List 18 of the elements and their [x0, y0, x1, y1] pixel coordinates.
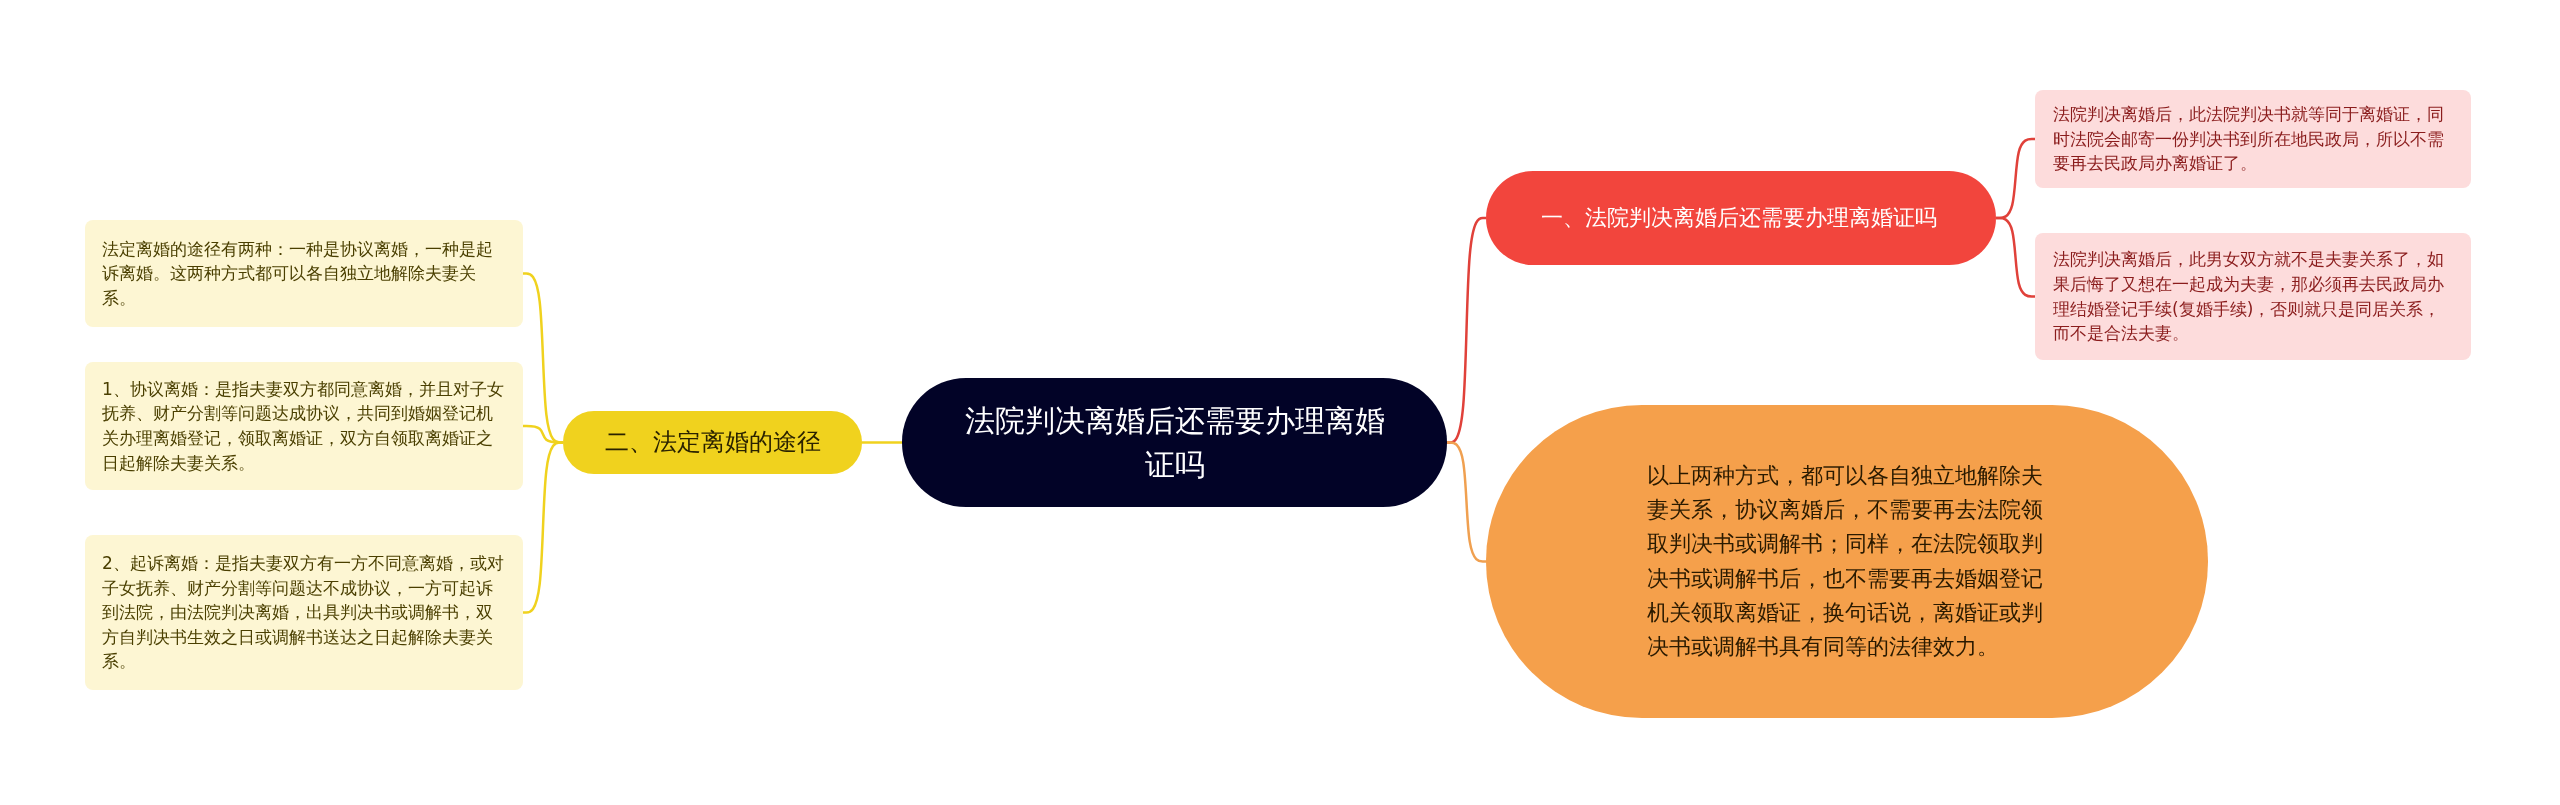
note-card — [2035, 90, 2471, 188]
note-card — [85, 220, 523, 327]
node-text: 法定离婚的途径有两种：一种是协议离婚，一种是起诉离婚。这两种方式都可以各自独立地解除夫妻关系。 — [102, 237, 494, 310]
node-text: 法院判决离婚后还需要办理离婚证吗 — [964, 402, 1385, 484]
connector-line — [1447, 441, 1486, 563]
node-text: 法院判决离婚后，此男女双方就不是夫妻关系了，如果后悔了又想在一起成为夫妻，那必须再去民政局办理结婚登记手续(复婚手续)，否则就只是同居关系，而不是合法夫妻。 — [2053, 248, 2445, 346]
node-text: 法院判决离婚后，此法院判决书就等同于离婚证，同时法院会邮寄一份判决书到所在地民政局，所以不需要再去民政局办离婚证了。 — [2053, 103, 2445, 176]
note-card — [85, 362, 523, 490]
node-text: 1、协议离婚：是指夫妻双方都同意离婚，并且对子女抚养、财产分割等问题达成协议，共同到婚姻登记机关办理离婚登记，领取离婚证，双方自领取离婚证之日起解除夫妻关系。 — [102, 377, 505, 475]
connector-line — [1996, 216, 2035, 298]
node-text: 二、法定离婚的途径 — [603, 427, 822, 459]
node-text: 以上两种方式，都可以各自独立地解除夫妻关系，协议离婚后，不需要再去法院领取判决书或调解书；同样，在法院领取判决书或调解书后，也不需要再去婚姻登记机关领取离婚证，换句话说，离婚证或判决书或调解书具有同等的法律效力。 — [1647, 462, 2044, 661]
note-card — [85, 535, 523, 690]
connector-line — [523, 441, 563, 614]
connector-line — [862, 441, 902, 444]
node-text: 一、法院判决离婚后还需要办理离婚证吗 — [1541, 204, 1938, 233]
note-card — [2035, 233, 2471, 360]
node-text: 2、起诉离婚：是指夫妻双方有一方不同意离婚，或对子女抚养、财产分割等问题达不成协议，一方可起诉到法院，由法院判决离婚，出具判决书或调解书，双方自判决书生效之日或调解书送达之日起解除夫妻关系。 — [102, 551, 505, 674]
